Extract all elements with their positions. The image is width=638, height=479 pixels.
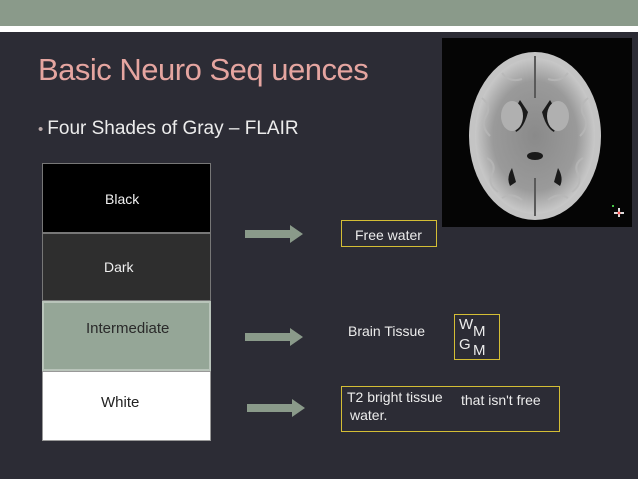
bullet-text: Four Shades of Gray – FLAIR xyxy=(47,118,299,139)
shade-dark-label: Dark xyxy=(104,259,134,275)
t2-line1: T2 bright tissue xyxy=(347,389,443,405)
free-water-box: Free water xyxy=(341,220,437,247)
shade-intermediate-label: Intermediate xyxy=(86,320,170,337)
arrow-right-icon xyxy=(245,328,303,346)
header-band xyxy=(0,0,638,26)
wm-m-label: M xyxy=(473,323,486,340)
shade-dark: Dark xyxy=(42,233,211,301)
mri-brain-image xyxy=(442,38,632,227)
shade-black-label: Black xyxy=(105,191,140,207)
t2-line1-continued: that isn't free xyxy=(461,392,541,408)
shade-white: White xyxy=(42,371,211,441)
gm-m-label: M xyxy=(473,342,486,359)
bullet-icon: • xyxy=(38,121,44,138)
gm-g-label: G xyxy=(459,336,471,353)
arrow-right-icon xyxy=(245,225,303,243)
t2-bright-box: T2 bright tissue that isn't free water. xyxy=(341,386,560,432)
wm-w-label: W xyxy=(459,316,474,333)
shade-intermediate: Intermediate xyxy=(42,301,211,371)
brain-tissue-label: Brain Tissue xyxy=(348,323,426,339)
arrow-right-icon xyxy=(247,399,305,417)
shade-black: Black xyxy=(42,163,211,233)
shade-white-label: White xyxy=(101,394,140,411)
slide-title: Basic Neuro Seq uences xyxy=(38,52,369,87)
header-divider xyxy=(0,26,638,32)
mri-brain-illustration xyxy=(469,52,624,220)
t2-line2: water. xyxy=(350,407,388,423)
bullet-point: •Four Shades of Gray – FLAIR xyxy=(38,118,299,140)
wm-gm-box: W M G M xyxy=(454,314,500,360)
free-water-label: Free water xyxy=(355,227,422,243)
